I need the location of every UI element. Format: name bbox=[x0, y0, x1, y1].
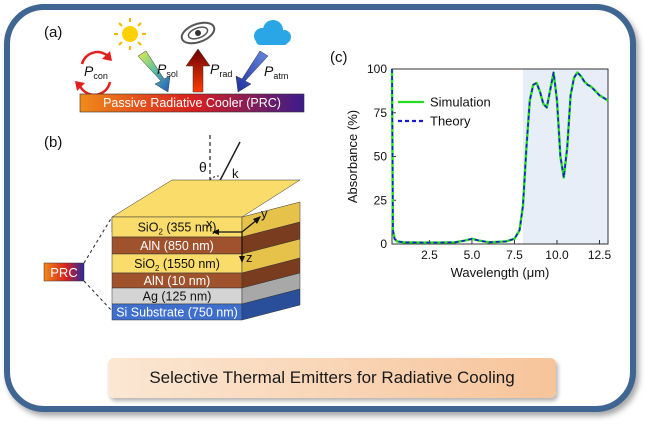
x-axis-label: x bbox=[206, 216, 213, 231]
theta-label: θ bbox=[199, 159, 207, 175]
sun-icon bbox=[114, 18, 146, 50]
p-rad-label: Prad bbox=[210, 61, 232, 79]
y-tick-label-2: 50 bbox=[374, 150, 388, 164]
y-tick-label-3: 75 bbox=[374, 106, 388, 120]
y-axis-head bbox=[253, 216, 261, 224]
angle-arc bbox=[209, 175, 221, 181]
p-sol-arrow bbox=[137, 50, 171, 93]
x-axis-title: Wavelength (μm) bbox=[451, 265, 550, 280]
layer-label-5: Si Substrate (750 nm) bbox=[116, 306, 238, 320]
p-rad-arrow bbox=[185, 48, 211, 93]
p-atm-arrow bbox=[235, 50, 269, 93]
x-tick-label-1: 5.0 bbox=[464, 248, 481, 262]
layer-label-4: Ag (125 nm) bbox=[143, 290, 212, 304]
legend-label-0: Simulation bbox=[430, 95, 491, 110]
y-axis-label: y bbox=[261, 206, 268, 221]
x-tick-label-3: 10.0 bbox=[545, 248, 569, 262]
prc-bracket-top bbox=[83, 216, 113, 264]
x-axis-head bbox=[212, 229, 219, 235]
k-label: k bbox=[232, 166, 239, 181]
prc-bar-label: Passive Radiative Cooler (PRC) bbox=[103, 96, 281, 110]
panel-a-label: (a) bbox=[44, 24, 62, 41]
y-tick-label-1: 25 bbox=[374, 193, 388, 207]
panel-b-label: (b) bbox=[44, 134, 62, 151]
p-con-label: Pcon bbox=[84, 63, 108, 81]
layer-label-0: SiO2 (355 nm) bbox=[138, 221, 217, 237]
z-axis-label: z bbox=[246, 250, 253, 265]
banner-title: Selective Thermal Emitters for Radiative… bbox=[149, 368, 515, 387]
y-tick-label-0: 0 bbox=[380, 237, 387, 251]
y-tick-label-4: 100 bbox=[367, 62, 387, 76]
layer-label-2: SiO2 (1550 nm) bbox=[134, 257, 220, 273]
y-axis-title: Absorbance (%) bbox=[345, 110, 360, 203]
prc-tag-label: PRC bbox=[50, 265, 77, 280]
cloud-icon bbox=[254, 20, 291, 45]
p-atm-label: Patm bbox=[264, 63, 288, 81]
layer-stack: SiO2 (355 nm)AlN (850 nm)SiO2 (1550 nm)A… bbox=[111, 201, 301, 321]
layer-side-5 bbox=[241, 288, 301, 321]
prc-bracket-bottom bbox=[83, 280, 113, 312]
z-axis-head bbox=[239, 256, 245, 263]
panel-c-label: (c) bbox=[330, 49, 348, 66]
prc-bar bbox=[79, 93, 305, 113]
x-tick-label-4: 12.5 bbox=[588, 248, 612, 262]
title-banner: Selective Thermal Emitters for Radiative… bbox=[108, 358, 556, 398]
prc-tag bbox=[43, 262, 85, 282]
series-line-theory bbox=[391, 68, 609, 244]
layer-label-3: AlN (10 nm) bbox=[144, 274, 211, 288]
galaxy-icon bbox=[180, 21, 216, 45]
x-tick-label-2: 7.5 bbox=[506, 248, 523, 262]
p-sol-label: Psol bbox=[157, 61, 178, 79]
legend-label-1: Theory bbox=[430, 114, 471, 129]
layer-label-1: AlN (850 nm) bbox=[140, 239, 214, 253]
x-tick-label-0: 2.5 bbox=[421, 248, 438, 262]
